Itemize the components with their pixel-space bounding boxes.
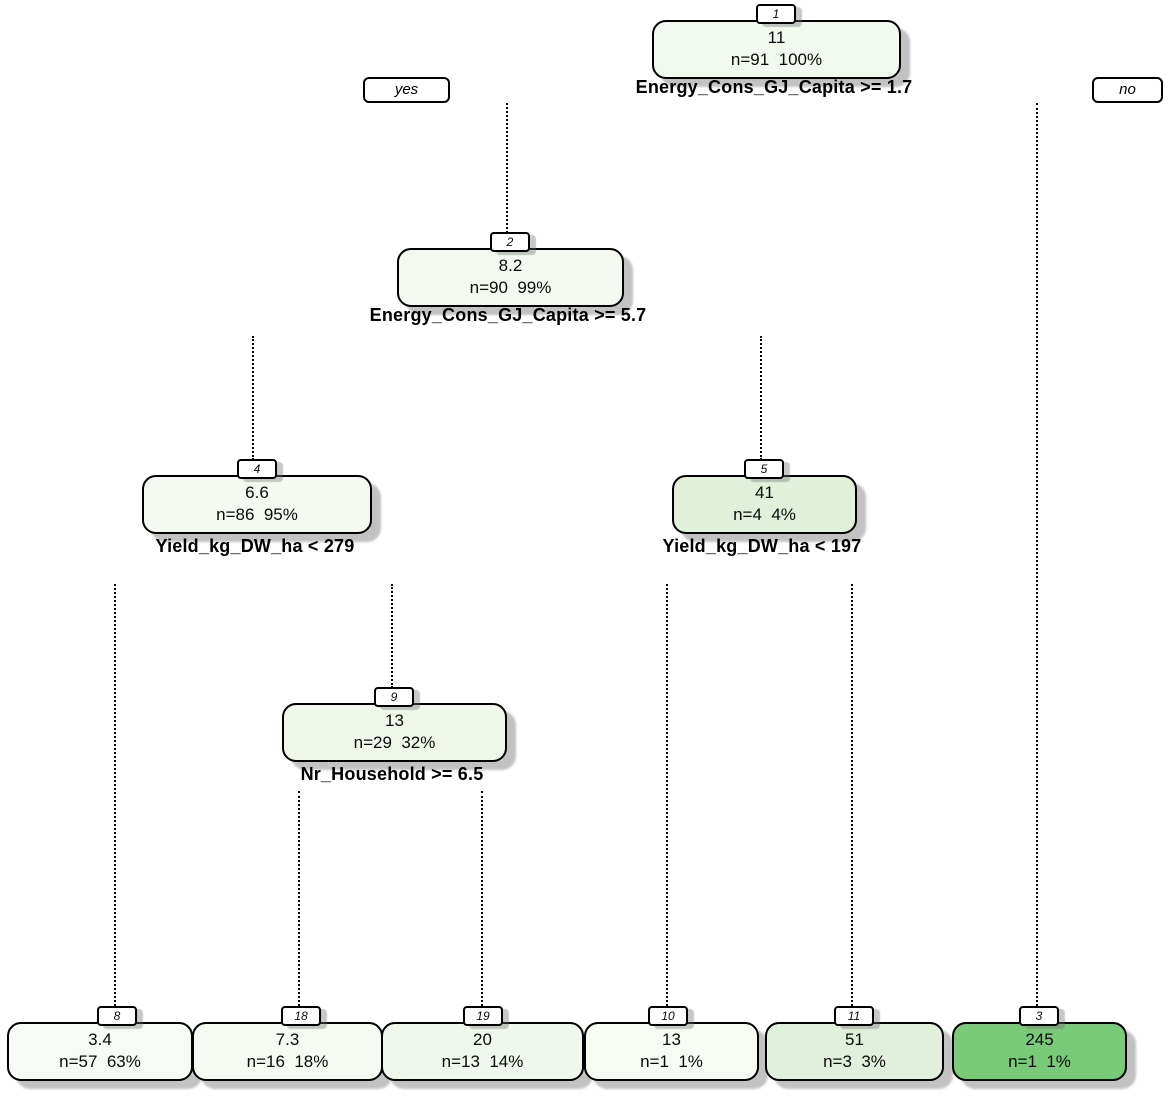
- node-box: 3.4 n=57 63%: [7, 1022, 193, 1081]
- branch-label-no: no: [1092, 77, 1163, 103]
- branch-line: [114, 584, 116, 1006]
- node-id-tab: 1: [756, 4, 796, 24]
- branch-line: [760, 336, 762, 460]
- node-fitted-value: 41: [755, 483, 774, 502]
- node-stats: n=91 100%: [730, 50, 823, 69]
- node-box: 8.2 n=90 99%: [397, 248, 624, 307]
- node-box: 51 n=3 3%: [765, 1022, 944, 1081]
- node-fitted-value: 7.3: [275, 1030, 300, 1049]
- node-stats: n=90 99%: [469, 278, 552, 297]
- node-fitted-value: 13: [662, 1030, 681, 1049]
- node-split-label: Nr_Household >= 6.5: [300, 764, 484, 784]
- branch-line: [391, 584, 393, 688]
- node-id-tab: 19: [463, 1006, 503, 1026]
- node-fitted-value: 13: [385, 711, 404, 730]
- node-fitted-value: 51: [845, 1030, 864, 1049]
- node-id-tab: 2: [490, 232, 530, 252]
- node-id-tab: 5: [744, 459, 784, 479]
- node-box: 13 n=1 1%: [584, 1022, 759, 1081]
- node-stats: n=16 18%: [246, 1052, 329, 1071]
- node-fitted-value: 8.2: [498, 256, 523, 275]
- node-box: 6.6 n=86 95%: [142, 475, 372, 534]
- node-split-label: Yield_kg_DW_ha < 279: [155, 536, 355, 556]
- node-id-tab: 10: [648, 1006, 688, 1026]
- node-id-tab: 8: [97, 1006, 137, 1026]
- node-id-tab: 11: [834, 1006, 874, 1026]
- node-box: 20 n=13 14%: [381, 1022, 584, 1081]
- node-split-label: Yield_kg_DW_ha < 197: [662, 536, 862, 556]
- node-id-tab: 4: [237, 459, 277, 479]
- node-stats: n=4 4%: [733, 505, 796, 524]
- node-stats: n=1 1%: [1008, 1052, 1071, 1071]
- node-box: 41 n=4 4%: [672, 475, 857, 534]
- branch-label-yes: yes: [363, 77, 450, 103]
- branch-line: [506, 103, 508, 233]
- node-stats: n=57 63%: [59, 1052, 141, 1071]
- node-id-tab: 9: [374, 687, 414, 707]
- node-fitted-value: 11: [767, 28, 786, 47]
- node-box: 11 n=91 100%: [652, 20, 901, 79]
- node-fitted-value: 20: [473, 1030, 492, 1049]
- node-split-label: Energy_Cons_GJ_Capita >= 5.7: [369, 305, 647, 325]
- node-box: 13 n=29 32%: [282, 703, 507, 762]
- node-stats: n=86 95%: [216, 505, 298, 524]
- node-id-tab: 18: [281, 1006, 321, 1026]
- node-stats: n=29 32%: [353, 733, 436, 752]
- branch-line: [252, 336, 254, 460]
- node-stats: n=1 1%: [640, 1052, 703, 1071]
- node-box: 245 n=1 1%: [952, 1022, 1127, 1081]
- node-box: 7.3 n=16 18%: [192, 1022, 383, 1081]
- branch-line: [666, 584, 668, 1006]
- node-stats: n=3 3%: [823, 1052, 886, 1071]
- node-fitted-value: 3.4: [88, 1030, 112, 1049]
- node-split-label: Energy_Cons_GJ_Capita >= 1.7: [635, 77, 913, 97]
- node-stats: n=13 14%: [441, 1052, 524, 1071]
- node-fitted-value: 245: [1025, 1030, 1054, 1049]
- branch-line: [298, 791, 300, 1006]
- node-id-tab: 3: [1019, 1006, 1059, 1026]
- branch-line: [1036, 103, 1038, 1006]
- branch-line: [851, 584, 853, 1006]
- branch-line: [481, 791, 483, 1006]
- node-fitted-value: 6.6: [245, 483, 269, 502]
